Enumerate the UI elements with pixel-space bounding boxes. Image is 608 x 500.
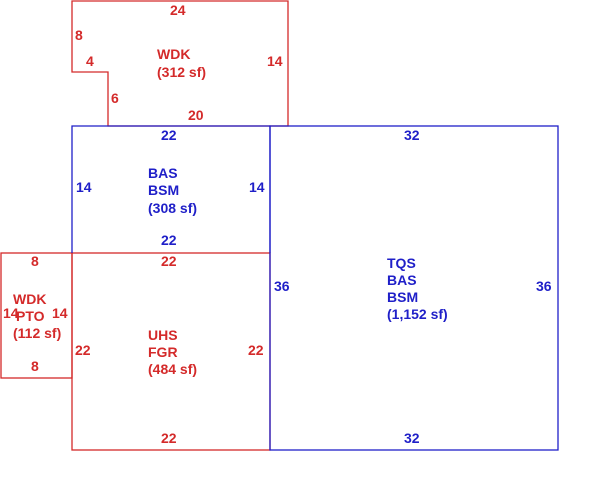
deck-left-dim-right: 14 [52, 305, 68, 321]
deck-left-area-line-2: PTO [16, 308, 45, 324]
deck-top-dim-top: 24 [170, 2, 186, 18]
main-area-line-3: BSM [387, 289, 418, 305]
basement-left-dim-left: 14 [76, 179, 92, 195]
main-area-line-4: (1,152 sf) [387, 306, 448, 322]
deck-left-dim-bottom: 8 [31, 358, 39, 374]
basement-left-area-line-3: (308 sf) [148, 200, 197, 216]
deck-top-dim-right: 14 [267, 53, 283, 69]
deck-top-dim-left: 8 [75, 27, 83, 43]
basement-left-dim-right: 14 [249, 179, 265, 195]
garage-area-line-2: FGR [148, 344, 178, 360]
deck-left-area-line-1: WDK [13, 291, 46, 307]
basement-left-dim-top: 22 [161, 127, 177, 143]
main-area-line-2: BAS [387, 272, 417, 288]
main-section-outline [269, 125, 559, 451]
deck-left-dim-left: 14 [3, 305, 19, 321]
deck-top-area-size: (312 sf) [157, 64, 206, 80]
main-dim-top: 32 [404, 127, 420, 143]
garage-dim-left: 22 [75, 342, 91, 358]
basement-left-dim-bottom: 22 [161, 232, 177, 248]
garage-dim-bottom: 22 [161, 430, 177, 446]
deck-top-dim-notch-top: 4 [86, 53, 94, 69]
main-area-line-1: TQS [387, 255, 416, 271]
main-dim-left: 36 [274, 278, 290, 294]
deck-top-area-name: WDK [157, 46, 190, 62]
garage-dim-right: 22 [248, 342, 264, 358]
garage-area-line-1: UHS [148, 327, 178, 343]
deck-top-dim-bottom: 20 [188, 107, 204, 123]
basement-left-area-line-2: BSM [148, 182, 179, 198]
main-dim-bottom: 32 [404, 430, 420, 446]
garage-area-line-3: (484 sf) [148, 361, 197, 377]
main-dim-right: 36 [536, 278, 552, 294]
basement-left-area-line-1: BAS [148, 165, 178, 181]
deck-left-area-line-3: (112 sf) [13, 325, 61, 341]
deck-left-dim-top: 8 [31, 253, 39, 269]
deck-top-dim-notch-side: 6 [111, 90, 119, 106]
garage-dim-top: 22 [161, 253, 177, 269]
